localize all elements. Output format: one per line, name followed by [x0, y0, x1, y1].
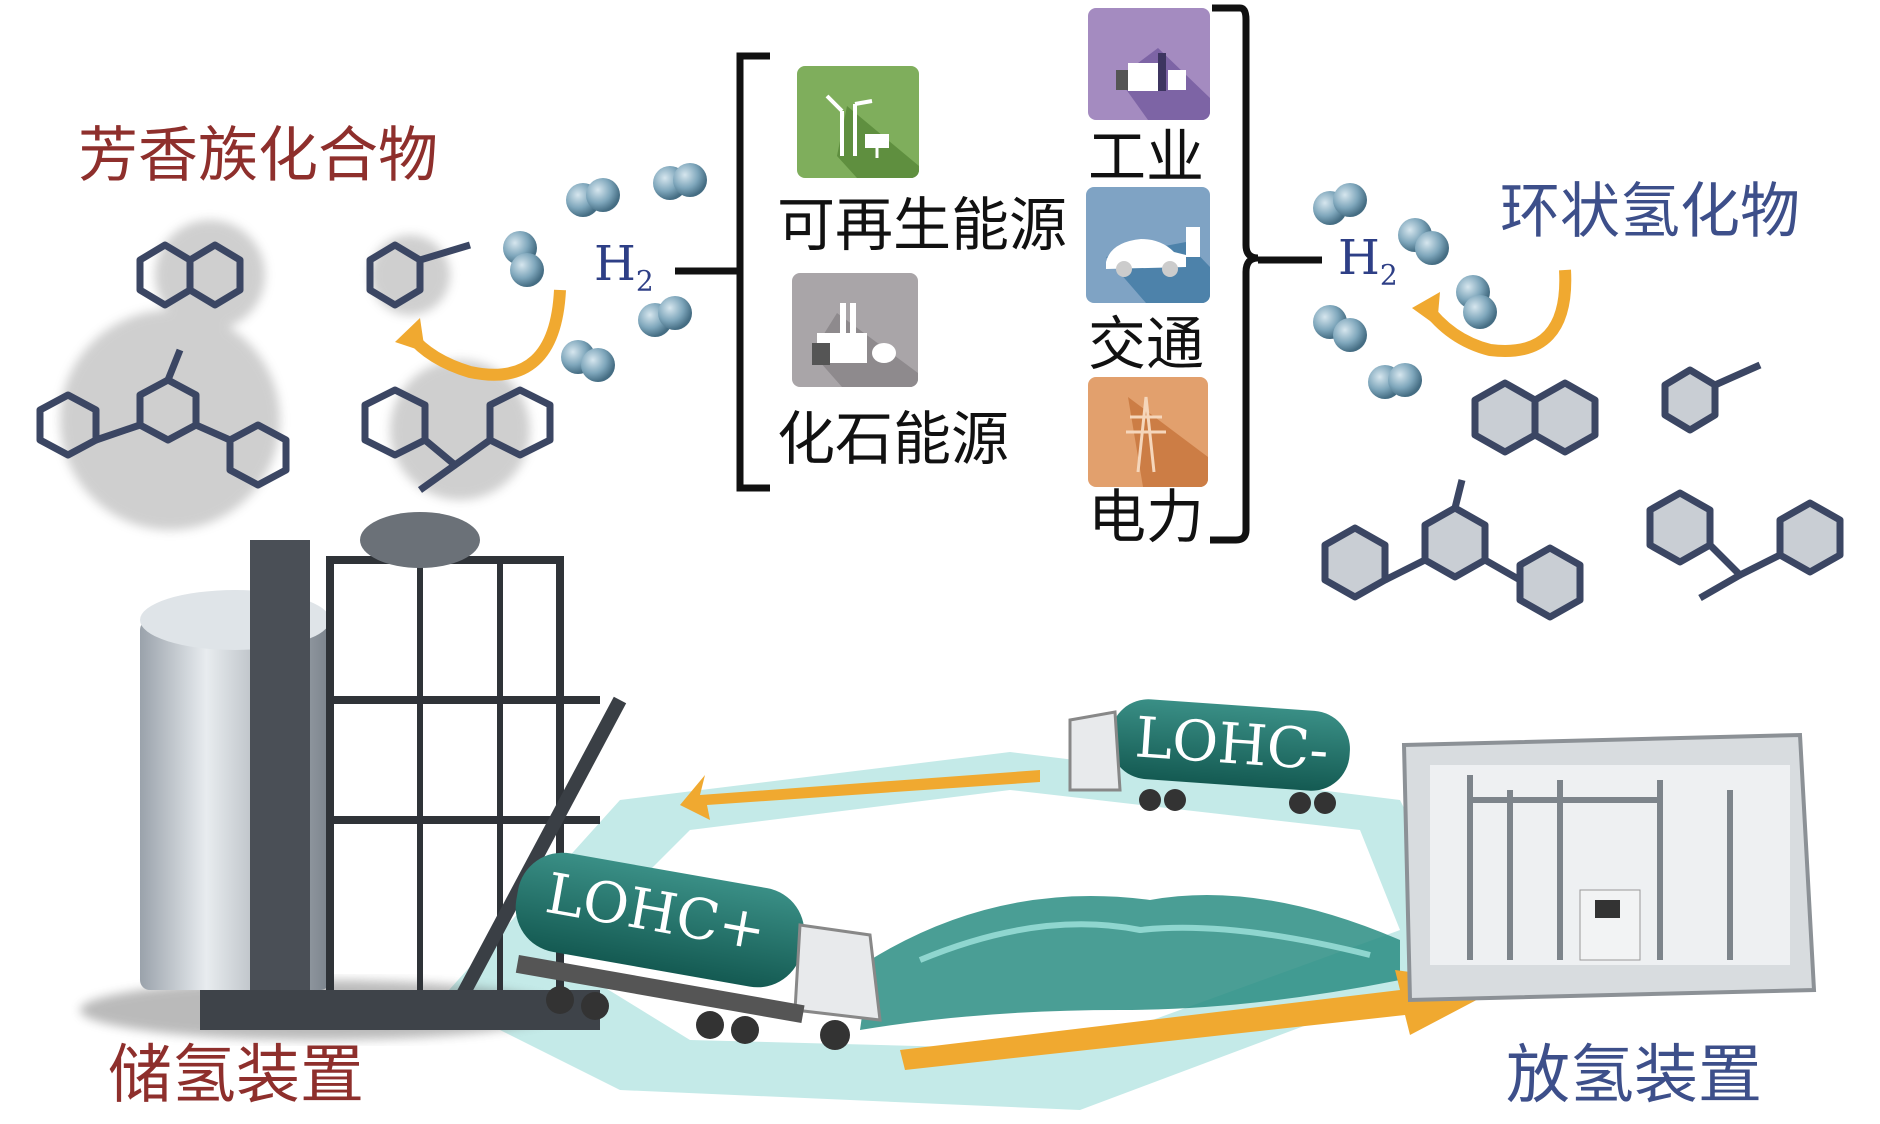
aromatic-molecules: [36, 220, 554, 530]
h2-symbol: H: [594, 236, 636, 292]
car-charging-icon: [1086, 187, 1210, 303]
transport-label: 交通: [1088, 310, 1205, 378]
left-curved-arrow: [405, 289, 566, 381]
truck-lohc-plus: [515, 852, 882, 1050]
lohc-minus-label: LOHC-: [1132, 705, 1331, 784]
storage-device-label: 储氢装置: [108, 1044, 364, 1108]
truck-lohc-minus: [1068, 699, 1350, 814]
cyclic-molecules: [1321, 361, 1844, 621]
cyclic-hydrides-label: 环状氢化物: [1500, 177, 1800, 247]
right-curved-arrow: [1420, 269, 1572, 357]
h2-left-label: H2: [594, 236, 654, 298]
power-tower-icon: [1088, 377, 1208, 487]
h2-symbol: H: [1338, 230, 1380, 286]
storage-plant-illustration: [80, 512, 627, 1040]
factory-icon: [792, 273, 918, 387]
wind-solar-icon: [797, 66, 919, 178]
renewable-energy-label: 可再生能源: [777, 191, 1068, 259]
h2-subscript: 2: [635, 264, 654, 298]
power-label: 电力: [1088, 483, 1205, 551]
industry-label: 工业: [1088, 123, 1205, 191]
release-container-illustration: [1401, 732, 1817, 1003]
hydrogen-molecules: [503, 163, 1497, 399]
h2-right-label: H2: [1338, 230, 1398, 292]
storage-device-text: 储氢装置: [108, 1039, 364, 1113]
aromatic-compounds-label: 芳香族化合物: [78, 121, 438, 191]
release-device-label: 放氢装置: [1506, 1039, 1762, 1113]
h2-subscript: 2: [1379, 258, 1398, 292]
top-arrow: [680, 770, 1040, 820]
fossil-energy-label: 化石能源: [777, 405, 1010, 473]
brackets: [675, 4, 1322, 544]
bottom-arrow: [900, 970, 1505, 1070]
industry-icon: [1088, 8, 1210, 120]
